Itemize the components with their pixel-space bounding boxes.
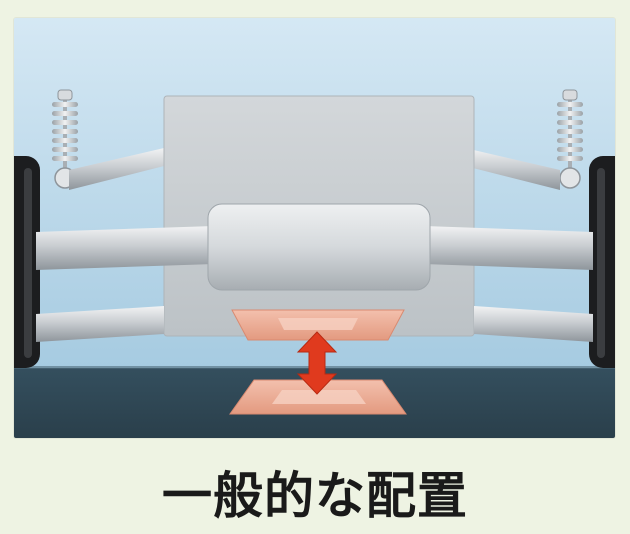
- double-vertical-arrow-icon: [296, 331, 338, 395]
- right-tire: [589, 156, 615, 368]
- caption-title: 一般的な配置: [162, 467, 468, 525]
- middle-suspension-bars: [36, 226, 593, 270]
- right-coil-spring-icon: [557, 89, 583, 189]
- suspension-diagram: [14, 18, 615, 438]
- diagram-canvas: [14, 18, 615, 438]
- left-tire: [14, 156, 40, 368]
- upper-sensor-pad: [231, 309, 405, 341]
- lower-sensor-pad: [229, 379, 407, 415]
- upper-suspension-arms: [69, 148, 560, 190]
- lower-suspension-bars: [36, 306, 593, 342]
- central-cylinder: [207, 203, 431, 291]
